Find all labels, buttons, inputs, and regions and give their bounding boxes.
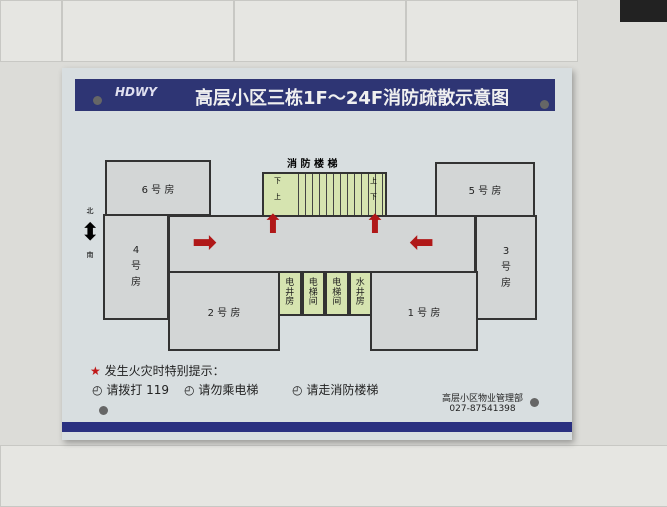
clock-icon: ◴	[292, 383, 303, 397]
footer-band	[62, 422, 572, 432]
exit-arrow-up-icon: ⬆	[262, 210, 284, 240]
tip-text: 请勿乘电梯	[198, 383, 259, 397]
phone-number: 027-87541398	[449, 404, 516, 414]
fire-stairs	[262, 172, 387, 217]
wall-tile	[0, 0, 62, 62]
screw	[93, 96, 102, 105]
room-4: 4 号 房	[103, 214, 169, 320]
tip-2: ◴ 请勿乘电梯	[184, 381, 258, 398]
wall-tile	[406, 0, 578, 62]
electric-shaft: 电井房	[278, 271, 302, 316]
room-1: 1 号 房	[370, 271, 478, 351]
room-3: 3 号 房	[475, 215, 537, 320]
compass: 北 ⬍ 南	[80, 206, 100, 260]
org-name: 高层小区物业管理部	[442, 394, 524, 404]
elevator-room: 电梯间	[325, 271, 349, 316]
water-shaft: 水井房	[348, 271, 372, 316]
exit-arrow-right-icon: ➡	[192, 225, 218, 260]
compass-south: 南	[86, 250, 94, 259]
room-6: 6 号 房	[105, 160, 211, 216]
tip-3: ◴ 请走消防楼梯	[292, 381, 378, 398]
compass-needle-icon: ⬍	[80, 218, 101, 246]
exit-arrow-up-icon: ⬆	[364, 210, 386, 240]
sign-header: HDWY 高层小区三栋1F～24F消防疏散示意图	[75, 79, 555, 111]
tip-text: 请走消防楼梯	[306, 383, 379, 397]
stairs-mark: 下	[274, 177, 281, 185]
sign-title: 高层小区三栋1F～24F消防疏散示意图	[195, 88, 510, 109]
room-2: 2 号 房	[168, 271, 280, 351]
screw	[99, 406, 108, 415]
stairs-mark: 上	[274, 193, 281, 201]
stairs-label: 消 防 楼 梯	[287, 159, 338, 170]
shafts: 电井房 电梯间 电梯间 水井房	[278, 271, 372, 316]
compass-north: 北	[86, 207, 94, 215]
wall-tile	[0, 445, 667, 507]
logo: HDWY	[115, 85, 157, 99]
star-icon: ★	[90, 364, 101, 378]
clock-icon: ◴	[184, 383, 195, 397]
screw	[530, 398, 539, 407]
wall-tile	[234, 0, 406, 62]
notice-heading: ★ 发生火灾时特别提示：	[90, 362, 225, 379]
notice-heading-text: 发生火灾时特别提示：	[104, 364, 225, 378]
tip-1: ◴ 请拨打 119	[92, 381, 169, 398]
stairs-mark: 上	[370, 177, 377, 185]
tip-text: 请拨打 119	[106, 383, 170, 397]
elevator-room: 电梯间	[301, 271, 325, 316]
clock-icon: ◴	[92, 383, 103, 397]
room-5: 5 号 房	[435, 162, 535, 217]
stairs-mark: 下	[370, 193, 377, 201]
management-info: 高层小区物业管理部 027-87541398	[442, 391, 523, 414]
exit-arrow-left-icon: ⬅	[409, 225, 435, 260]
wall-tile	[62, 0, 234, 62]
wall-device	[620, 0, 667, 22]
screw	[540, 100, 549, 109]
evacuation-sign: HDWY 高层小区三栋1F～24F消防疏散示意图 消 防 楼 梯 下 上 上 下…	[62, 68, 572, 440]
